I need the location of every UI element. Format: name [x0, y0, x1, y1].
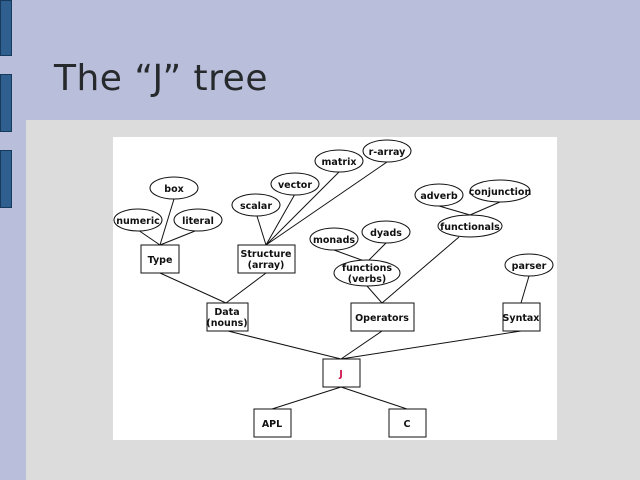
edge-matrix-structure: [265, 171, 340, 246]
edge-data-j: [227, 330, 342, 360]
label-apl: APL: [262, 419, 282, 430]
edge-vector-structure: [265, 193, 296, 246]
edge-dyads-functions: [366, 242, 387, 263]
label-operators: Operators: [355, 313, 409, 324]
label-structure-line1: Structure: [241, 249, 292, 260]
node-operators-rect: [350, 302, 415, 332]
left-accent-bar-2: [0, 74, 12, 132]
label-r-array: r-array: [369, 147, 407, 158]
edge-numeric-type: [137, 229, 161, 246]
slide-header: The “J” tree: [0, 0, 640, 120]
label-c: C: [404, 419, 411, 430]
left-accent-bar-1: [0, 0, 12, 56]
edge-adverb-functionals: [438, 205, 471, 216]
diagram-panel: box numeric literal Type scalar vector m…: [113, 137, 557, 440]
node-literal-ellipse: [173, 208, 223, 232]
label-box: box: [164, 184, 183, 195]
node-type-rect: [140, 244, 180, 274]
edge-rarray-structure: [265, 161, 388, 246]
label-literal: literal: [182, 216, 214, 227]
edge-functions-operators: [366, 285, 383, 304]
edges: [137, 161, 530, 410]
label-scalar: scalar: [240, 201, 272, 212]
node-syntax-rect: [502, 302, 541, 332]
label-vector: vector: [278, 180, 312, 191]
label-monads: monads: [313, 235, 355, 246]
edge-syntax-j: [340, 330, 522, 360]
label-parser: parser: [512, 261, 547, 272]
nodes: [113, 139, 554, 438]
label-functions-line1: functions: [342, 263, 392, 274]
node-vector-ellipse: [270, 172, 320, 196]
node-j-rect: [322, 358, 361, 388]
edge-j-apl: [271, 386, 342, 410]
node-structure-rect: [237, 244, 296, 274]
edge-operators-j: [340, 330, 383, 360]
edge-conjunction-functionals: [469, 201, 501, 216]
node-dyads-ellipse: [361, 220, 411, 244]
slide-title: The “J” tree: [54, 58, 268, 99]
edge-box-type: [159, 198, 175, 246]
labels: box numeric literal Type scalar vector m…: [116, 147, 546, 430]
edge-type-data: [159, 272, 227, 304]
j-tree-diagram: box numeric literal Type scalar vector m…: [113, 139, 554, 438]
node-matrix-ellipse: [314, 149, 364, 173]
label-data-line2: (nouns): [206, 318, 247, 329]
node-conjunction-ellipse: [469, 179, 531, 203]
node-scalar-ellipse: [231, 193, 281, 217]
label-j: J: [338, 369, 343, 380]
node-functionals-ellipse: [437, 214, 503, 238]
node-box-ellipse: [149, 176, 199, 200]
label-adverb: adverb: [420, 191, 458, 202]
label-type: Type: [148, 255, 173, 266]
node-parser-ellipse: [504, 253, 554, 277]
label-numeric: numeric: [116, 216, 159, 227]
node-rarray-ellipse: [362, 139, 412, 163]
label-dyads: dyads: [370, 228, 402, 239]
label-structure-line2: (array): [248, 260, 285, 271]
node-adverb-ellipse: [414, 183, 464, 207]
node-data-rect: [206, 302, 249, 332]
node-functions-ellipse: [333, 259, 401, 287]
node-monads-ellipse: [309, 227, 359, 251]
node-c-rect: [388, 408, 427, 438]
edge-structure-data: [225, 272, 267, 304]
node-numeric-ellipse: [113, 208, 163, 232]
edge-scalar-structure: [256, 215, 267, 246]
label-functionals: functionals: [440, 222, 500, 233]
node-apl-rect: [253, 408, 292, 438]
edge-parser-syntax: [520, 275, 530, 304]
label-functions-line2: (verbs): [348, 274, 386, 285]
label-matrix: matrix: [322, 157, 357, 168]
label-conjunction: conjunction: [469, 187, 532, 198]
edge-functionals-operators: [381, 236, 460, 304]
label-syntax: Syntax: [503, 313, 540, 324]
left-accent-bar-3: [0, 150, 12, 208]
label-data-line1: Data: [214, 307, 239, 318]
edge-literal-type: [159, 230, 196, 246]
edge-j-c: [340, 386, 408, 410]
